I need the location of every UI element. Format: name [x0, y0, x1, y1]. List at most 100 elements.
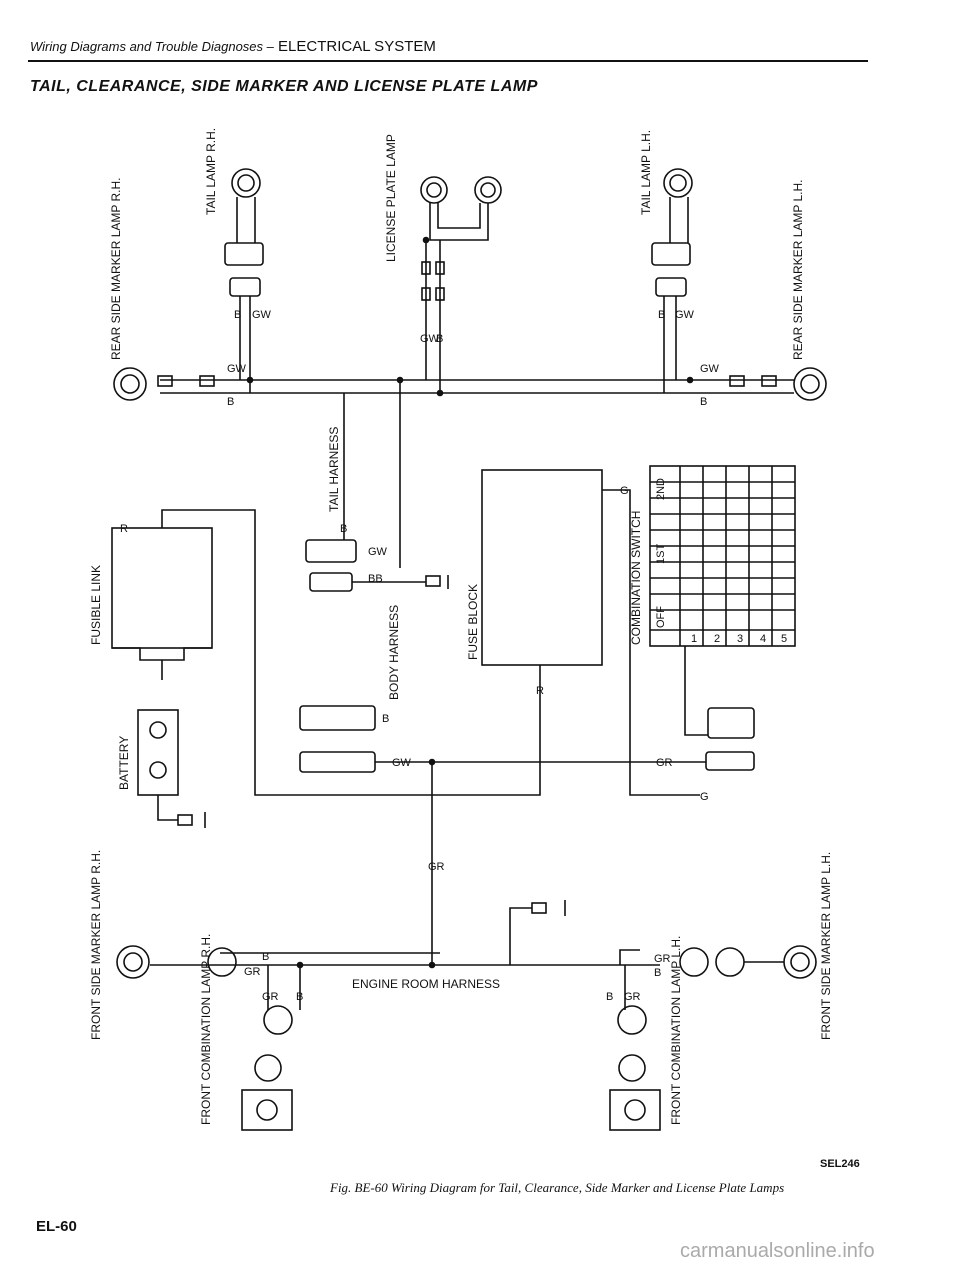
rear-marker-rh-bulb	[113, 367, 147, 401]
page-header: Wiring Diagrams and Trouble Diagnoses – …	[30, 38, 436, 55]
wire-gr-front-rh-drop: GR	[262, 991, 279, 1003]
label-rear-marker-lh: REAR SIDE MARKER LAMP L.H.	[791, 180, 805, 361]
battery-ground-wire	[157, 795, 178, 821]
engine-ground-wire	[509, 907, 532, 965]
switch-col-1st: 1ST	[655, 544, 667, 564]
tail-lh-bulb	[663, 168, 693, 198]
wire-b-tail-harness: B	[340, 523, 347, 535]
front-marker-lh-bulb	[783, 945, 817, 979]
wire-g-fuse-block: G	[620, 485, 629, 497]
header-system: ELECTRICAL SYSTEM	[278, 38, 436, 55]
rear-marker-lh-connector	[729, 375, 745, 387]
front-comb-lh-socket	[617, 1005, 647, 1035]
label-comb-switch: COMBINATION SWITCH	[629, 511, 643, 645]
comb-switch-connector	[707, 707, 755, 739]
junction-rh	[246, 376, 254, 384]
tail-lh-connector	[651, 242, 691, 266]
fuse-block-box	[481, 469, 603, 666]
battery-ground-connector	[177, 814, 193, 826]
label-tail-lh: TAIL LAMP L.H.	[639, 130, 653, 215]
front-comb-rh-socket	[263, 1005, 293, 1035]
header-rule	[28, 60, 868, 62]
junction-lh	[686, 376, 694, 384]
front-marker-lh-socket2	[679, 947, 709, 977]
label-front-comb-rh: FRONT COMBINATION LAMP R.H.	[199, 934, 213, 1125]
wire-gw-rear-rh: GW	[227, 363, 247, 375]
junction-front-rh	[296, 961, 304, 969]
label-engine-harness: ENGINE ROOM HARNESS	[352, 977, 500, 991]
comb-switch-lead	[684, 646, 708, 736]
front-marker-rh-socket	[207, 947, 237, 977]
diagram-title: TAIL, CLEARANCE, SIDE MARKER AND LICENSE…	[30, 78, 538, 95]
front-comb-lh-bulb	[618, 1054, 646, 1082]
wire-b-tail-lh: B	[658, 309, 665, 321]
wire-gw-license: GW	[420, 333, 440, 345]
junction-license-b	[436, 389, 444, 397]
rear-marker-lh-inner	[800, 374, 820, 394]
label-rear-marker-rh: REAR SIDE MARKER LAMP R.H.	[109, 178, 123, 360]
wire-gw-tail-harness: GW	[368, 546, 388, 558]
wire-gw-rear-lh: GW	[700, 363, 720, 375]
switch-row-2: 2	[714, 633, 720, 645]
wire-b-rear-rh: B	[227, 396, 234, 408]
tail-lh-inner	[669, 174, 687, 192]
junction-tail-harness	[396, 376, 404, 384]
switch-col-2nd: 2ND	[655, 478, 667, 500]
label-fusible-link: FUSIBLE LINK	[89, 565, 103, 645]
front-comb-lh-lens	[624, 1099, 646, 1121]
label-battery: BATTERY	[117, 736, 131, 790]
license-wire-loop1	[429, 203, 489, 241]
switch-row-4: 4	[760, 633, 766, 645]
rear-marker-lh-bulb	[793, 367, 827, 401]
license-bulb-2-inner	[480, 182, 496, 198]
label-front-marker-lh: FRONT SIDE MARKER LAMP L.H.	[819, 852, 833, 1040]
page-number: EL-60	[36, 1218, 77, 1235]
fusible-feed-loop	[161, 509, 541, 796]
engine-ground-connector	[531, 902, 547, 914]
junction-license	[422, 236, 430, 244]
wire-bb-tail-harness: BB	[368, 573, 383, 585]
watermark: carmanualsonline.info	[680, 1240, 875, 1262]
battery-positive	[149, 721, 167, 739]
header-section: Wiring Diagrams and Trouble Diagnoses –	[30, 39, 274, 54]
license-bulb-1	[420, 176, 448, 204]
wire-b-rear-lh: B	[700, 396, 707, 408]
wire-b-front-rh-drop: B	[296, 991, 303, 1003]
wire-gw-tail-rh: GW	[252, 309, 272, 321]
wire-b-tail-rh: B	[234, 309, 241, 321]
tail-rh-plug	[229, 277, 261, 297]
front-comb-rh-bulb	[254, 1054, 282, 1082]
fusible-link-box	[111, 527, 213, 649]
rear-marker-rh-connector	[157, 375, 173, 387]
front-comb-lh-housing	[609, 1089, 661, 1131]
wire-gr-center: GR	[428, 861, 445, 873]
figure-caption: Fig. BE-60 Wiring Diagram for Tail, Clea…	[330, 1180, 785, 1195]
wire-r-fusible: R	[120, 523, 128, 535]
wire-gr-front-rh: GR	[244, 966, 261, 978]
comb-switch-plug	[705, 751, 755, 771]
wire-b-front-lh: B	[654, 967, 661, 979]
wire-gw-body-harness: GW	[392, 757, 412, 769]
tail-harness-connector	[305, 539, 357, 563]
license-bulb-1-inner	[426, 182, 442, 198]
front-marker-lh-inner	[790, 952, 810, 972]
rear-marker-lh-connector2	[761, 375, 777, 387]
wire-g-switch: G	[700, 791, 709, 803]
fuse-block-g-wire	[602, 489, 700, 796]
front-comb-rh-lens	[256, 1099, 278, 1121]
tail-rh-connector	[224, 242, 264, 266]
switch-row-1: 1	[691, 633, 697, 645]
figure-code: SEL246	[820, 1158, 860, 1170]
label-license: LICENSE PLATE LAMP	[384, 134, 398, 262]
rear-marker-rh-inner	[120, 374, 140, 394]
switch-row-3: 3	[737, 633, 743, 645]
label-fuse-block: FUSE BLOCK	[466, 584, 480, 660]
rear-marker-rh-connector2	[199, 375, 215, 387]
fusible-link-bottom	[112, 647, 212, 661]
wire-gr-front-lh-drop: GR	[624, 991, 641, 1003]
tail-harness-plug	[309, 572, 353, 592]
junction-gr	[428, 758, 436, 766]
tail-lh-plug	[655, 277, 687, 297]
junction-front-center	[428, 961, 436, 969]
